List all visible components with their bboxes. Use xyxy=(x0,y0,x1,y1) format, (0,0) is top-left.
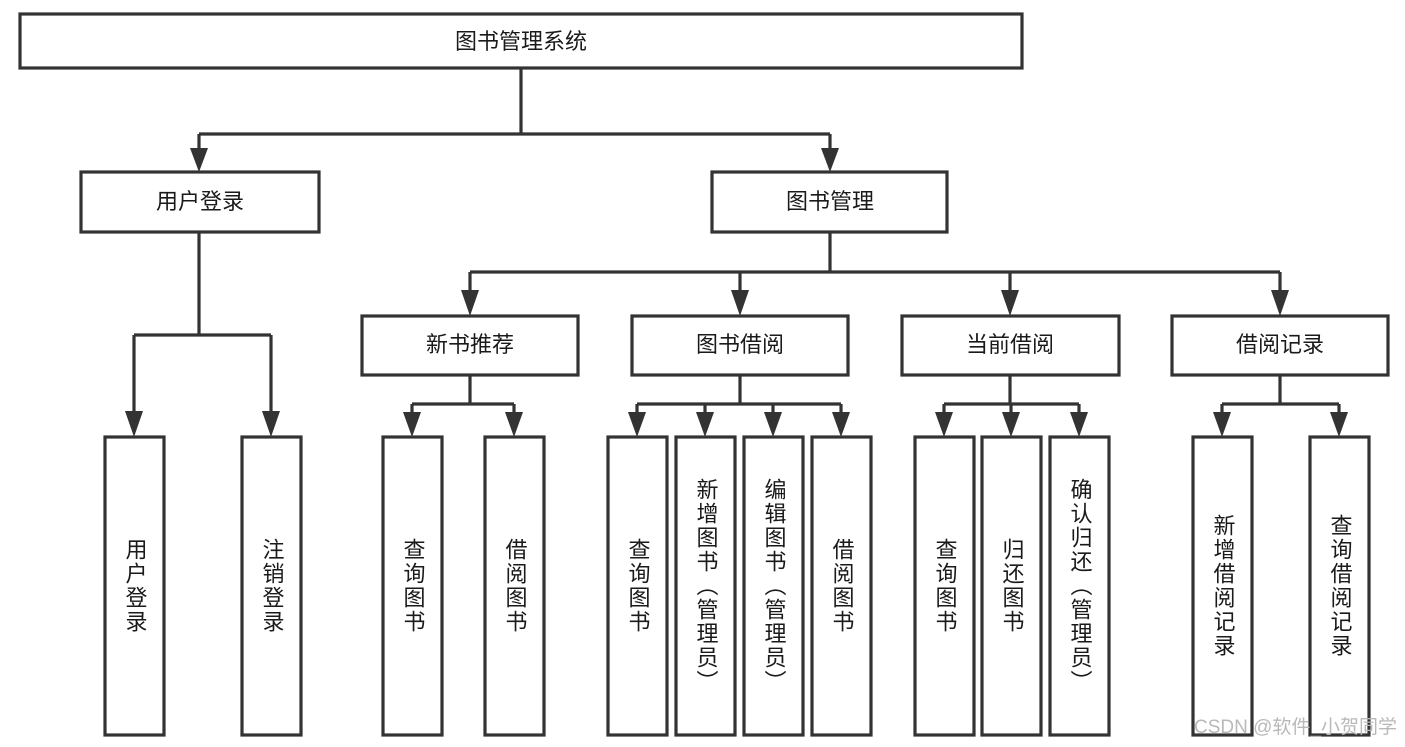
connector-borrowrecord-to-leaves xyxy=(1213,375,1348,437)
leaf-node-currentborrow-query[interactable] xyxy=(913,435,976,737)
connector-bookborrow-to-leaves xyxy=(628,375,850,437)
connector-root-to-level2 xyxy=(190,68,839,172)
leaf-node-newbook-borrow[interactable] xyxy=(483,435,546,737)
node-new-book-recommend[interactable]: 新书推荐 xyxy=(360,314,580,377)
leaf-label-borrowrecord-add: 新增借阅记录 xyxy=(1210,514,1236,658)
node-book-management[interactable]: 图书管理 xyxy=(710,170,949,234)
leaf-label-user-login-logout: 注销登录 xyxy=(259,538,285,634)
connector-bookmgmt-to-level3 xyxy=(461,232,1289,316)
node-user-login-label: 用户登录 xyxy=(156,189,244,214)
leaf-label-bookborrow-query: 查询图书 xyxy=(625,538,651,634)
leaf-node-user-login-login[interactable] xyxy=(103,435,166,737)
node-borrow-record[interactable]: 借阅记录 xyxy=(1170,314,1390,377)
node-new-book-recommend-label: 新书推荐 xyxy=(426,332,514,357)
leaf-label-currentborrow-query: 查询图书 xyxy=(932,538,958,634)
node-borrow-record-label: 借阅记录 xyxy=(1236,332,1324,357)
leaf-label-bookborrow-add: 新增图书（管理员） xyxy=(693,478,719,694)
leaf-label-newbook-borrow: 借阅图书 xyxy=(502,538,528,634)
leaf-node-newbook-query[interactable] xyxy=(381,435,444,737)
leaf-label-bookborrow-edit: 编辑图书（管理员） xyxy=(761,478,787,694)
node-current-borrow[interactable]: 当前借阅 xyxy=(900,314,1121,377)
leaf-node-user-login-logout[interactable] xyxy=(240,435,303,737)
leaf-label-currentborrow-return: 归还图书 xyxy=(999,538,1025,634)
leaf-node-borrowrecord-query[interactable] xyxy=(1308,435,1371,737)
node-root[interactable]: 图书管理系统 xyxy=(18,12,1024,70)
leaf-node-bookborrow-query[interactable] xyxy=(606,435,669,737)
connector-currentborrow-to-leaves xyxy=(935,375,1088,437)
leaf-label-user-login-login: 用户登录 xyxy=(122,538,148,634)
node-book-borrow[interactable]: 图书借阅 xyxy=(630,314,850,377)
csdn-watermark: CSDN @软件_小贺同学 xyxy=(1194,717,1397,738)
leaf-node-bookborrow-edit[interactable] xyxy=(742,435,805,737)
leaf-label-currentborrow-confirm: 确认归还（管理员） xyxy=(1067,478,1093,694)
leaf-label-bookborrow-borrow: 借阅图书 xyxy=(829,538,855,634)
leaf-node-currentborrow-return[interactable] xyxy=(980,435,1043,737)
connector-userlogin-to-leaves xyxy=(125,232,280,437)
node-book-borrow-label: 图书借阅 xyxy=(696,332,784,357)
leaf-node-currentborrow-confirm[interactable] xyxy=(1048,435,1111,737)
leaf-node-bookborrow-add[interactable] xyxy=(674,435,737,737)
node-root-label: 图书管理系统 xyxy=(455,29,587,54)
connector-newbook-to-leaves xyxy=(403,375,523,437)
leaf-label-newbook-query: 查询图书 xyxy=(400,538,426,634)
node-current-borrow-label: 当前借阅 xyxy=(966,332,1054,357)
leaf-label-borrowrecord-query: 查询借阅记录 xyxy=(1327,514,1353,658)
node-user-login[interactable]: 用户登录 xyxy=(79,170,321,234)
node-book-management-label: 图书管理 xyxy=(786,189,874,214)
leaf-node-borrowrecord-add[interactable] xyxy=(1191,435,1254,737)
leaf-node-bookborrow-borrow[interactable] xyxy=(810,435,873,737)
